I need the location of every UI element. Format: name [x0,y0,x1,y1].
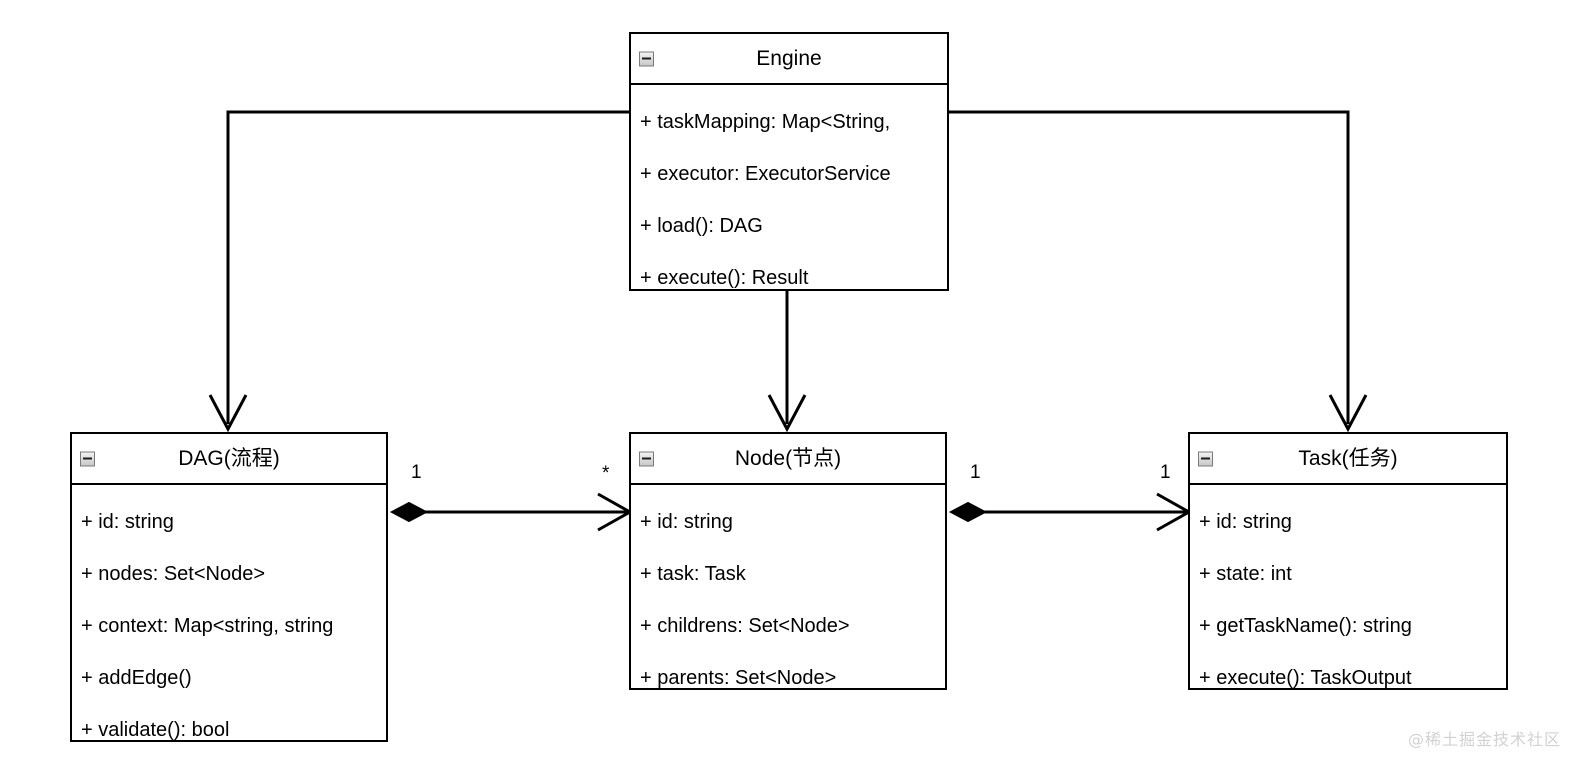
class-member: + validate(): bool [81,719,230,741]
class-member: + nodes: Set<Node> [81,563,266,585]
watermark: @稀土掘金技术社区 [1407,730,1561,749]
minus-icon[interactable] [1198,451,1213,466]
edge-engine-to-dag [208,110,629,433]
class-member: + id: string [81,511,174,533]
edge-node-to-task [948,492,1193,532]
class-member: + load(): DAG [640,215,763,237]
class-member: + childrens: Set<Node> [640,615,850,637]
class-member: + parents: Set<Node> [640,667,837,689]
class-member: + taskMapping: Map<String, [640,111,891,133]
class-member: + state: int [1199,563,1292,585]
edge-dag-to-node [389,492,634,532]
class-name-dag: DAG(流程) [178,447,280,470]
multiplicity-node-to-task-source: 1 [970,462,981,483]
class-member: + executor: ExecutorService [640,163,891,185]
minus-icon[interactable] [639,451,654,466]
class-header-task: Task(任务) [1190,434,1506,485]
multiplicity-node-to-task-target: 1 [1160,462,1171,483]
class-member: + context: Map<string, string [81,615,334,637]
class-member: + id: string [1199,511,1292,533]
class-box-engine[interactable]: Engine + taskMapping: Map<String, + exec… [629,32,949,291]
class-box-dag[interactable]: DAG(流程) + id: string + nodes: Set<Node> … [70,432,388,742]
class-body-dag: + id: string + nodes: Set<Node> + contex… [72,512,386,740]
minus-icon[interactable] [80,451,95,466]
class-member: + id: string [640,511,733,533]
class-name-node: Node(节点) [734,447,842,470]
multiplicity-dag-to-node-target: * [602,463,610,484]
minus-icon[interactable] [639,51,654,66]
multiplicity-dag-to-node-source: 1 [411,462,422,483]
edge-engine-to-node [767,291,807,433]
class-name-engine: Engine [756,47,822,70]
class-header-engine: Engine [631,34,947,85]
class-member: + addEdge() [81,667,192,689]
class-member: + task: Task [640,563,746,585]
class-header-node: Node(节点) [631,434,945,485]
class-member: + execute(): TaskOutput [1199,667,1412,689]
edge-engine-to-task [949,110,1368,433]
class-body-node: + id: string + task: Task + childrens: S… [631,512,945,688]
class-body-engine: + taskMapping: Map<String, + executor: E… [631,112,947,288]
class-member: + getTaskName(): string [1199,615,1412,637]
class-box-task[interactable]: Task(任务) + id: string + state: int + get… [1188,432,1508,690]
class-body-task: + id: string + state: int + getTaskName(… [1190,512,1506,688]
class-box-node[interactable]: Node(节点) + id: string + task: Task + chi… [629,432,947,690]
class-member: + execute(): Result [640,267,809,289]
class-header-dag: DAG(流程) [72,434,386,485]
class-name-task: Task(任务) [1298,447,1398,470]
